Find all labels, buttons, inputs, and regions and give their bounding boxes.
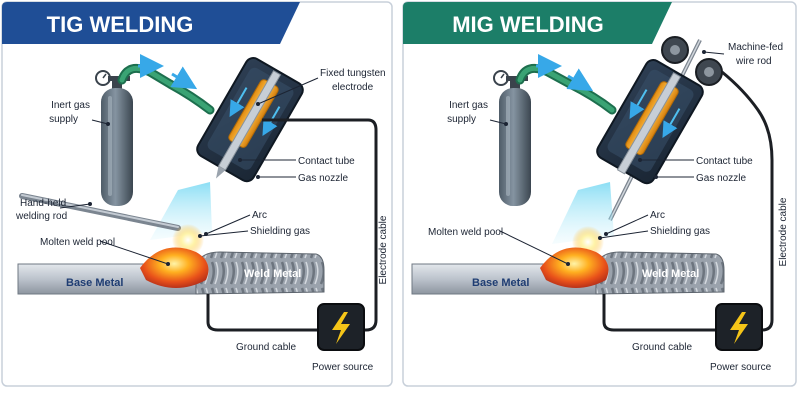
tig-weld-pool: [140, 247, 209, 288]
mig-gas-supply-label: Inert gas: [449, 100, 488, 111]
mig-electrode-cable: [721, 70, 774, 332]
mig-lightning-bolt-icon: [730, 312, 748, 344]
tig-title: TIG WELDING: [47, 12, 194, 37]
tig-ground-cable-label: Ground cable: [236, 342, 296, 353]
tig-leader-lines: [59, 77, 319, 265]
tig-gas-supply-label: Inert gas: [51, 100, 90, 111]
mig-weld-pool-label: Molten weld pool: [428, 227, 503, 238]
mig-torch: [596, 59, 704, 185]
mig-weld-metal-label: Weld Metal: [642, 268, 699, 280]
tig-electrode-cable: [262, 118, 378, 332]
mig-weld-pool: [540, 247, 609, 288]
mig-gas-flow-arrow-2: [566, 68, 594, 92]
mig-title-banner: [403, 2, 672, 44]
tig-title-banner: [2, 2, 300, 44]
mig-ground-cable-label: Ground cable: [632, 342, 692, 353]
tig-rod-label: Hand-held: [20, 198, 66, 209]
mig-electrode-cable-label: Electrode cable: [778, 197, 789, 266]
mig-ground-cable: [602, 294, 716, 332]
mig-base-metal-label: Base Metal: [472, 277, 529, 289]
mig-power-source-label: Power source: [710, 362, 772, 373]
mig-title: MIG WELDING: [452, 12, 604, 37]
mig-wire-feed-rollers-icon: [661, 36, 723, 86]
tig-ground-cable: [206, 294, 318, 332]
tig-leader-dots: [88, 102, 260, 266]
mig-leader-dots: [504, 50, 706, 266]
tig-base-metal-label: Base Metal: [66, 277, 123, 289]
tig-shielding-gas-label: Shielding gas: [250, 226, 310, 237]
tig-torch: [196, 57, 304, 183]
mig-wire-label: Machine-fed: [728, 42, 783, 53]
tig-gas-supply-label-2: supply: [49, 114, 78, 125]
tig-arc-label: Arc: [252, 210, 267, 221]
mig-leader-lines: [489, 51, 725, 265]
tig-lightning-bolt-icon: [332, 312, 350, 344]
tig-electrode-cable-label: Electrode cable: [378, 215, 389, 284]
mig-shielding-gas-label: Shielding gas: [650, 226, 710, 237]
tig-electrode-label-2: electrode: [332, 82, 374, 93]
tig-gas-flow-arrow-2: [170, 66, 198, 90]
mig-gas-supply-label-2: supply: [447, 114, 476, 125]
tig-gas-nozzle-label: Gas nozzle: [298, 173, 348, 184]
mig-arc-label: Arc: [650, 210, 665, 221]
mig-contact-tube-label: Contact tube: [696, 156, 753, 167]
tig-weld-pool-label: Molten weld pool: [40, 237, 115, 248]
tig-weld-metal-label: Weld Metal: [244, 268, 301, 280]
mig-panel: MIG WELDING: [402, 1, 797, 387]
tig-power-source-label: Power source: [312, 362, 374, 373]
tig-contact-tube-label: Contact tube: [298, 156, 355, 167]
tig-panel: TIG WELDING: [1, 1, 393, 387]
mig-wire-label-2: wire rod: [735, 56, 772, 67]
mig-shielding-gas: [552, 182, 614, 244]
tig-electrode-label: Fixed tungsten: [320, 68, 386, 79]
mig-gas-nozzle-label: Gas nozzle: [696, 173, 746, 184]
tig-rod-label-2: welding rod: [15, 211, 67, 222]
